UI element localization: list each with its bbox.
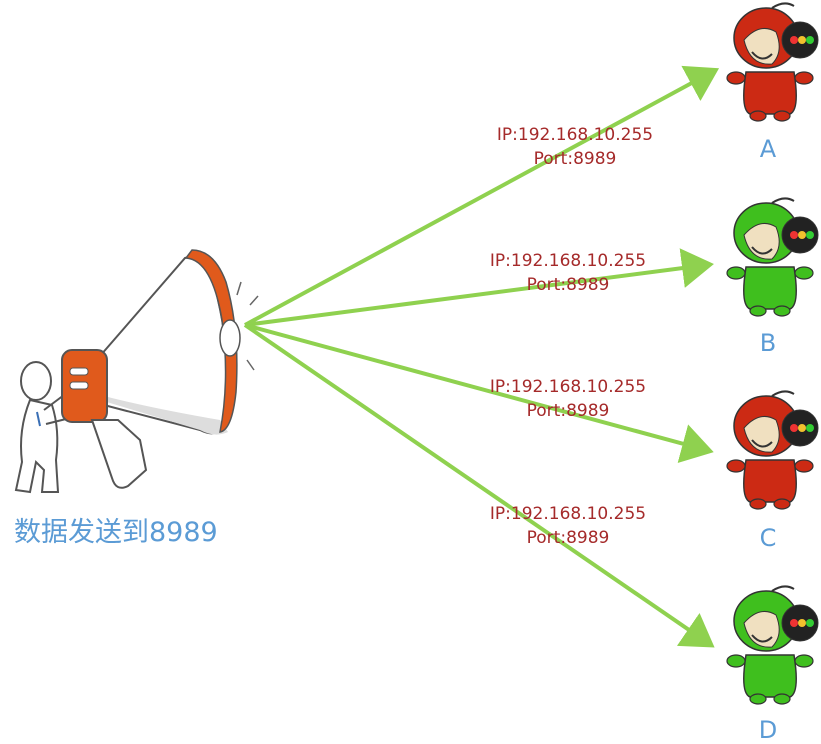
- address-label-a: IP:192.168.10.255 Port:8989: [465, 123, 685, 171]
- mascot-icon-a: [726, 2, 819, 122]
- ip-text: IP:192.168.10.255: [489, 251, 647, 271]
- ip-text: IP:192.168.10.255: [489, 504, 647, 524]
- sender-caption: 数据发送到8989: [14, 517, 218, 548]
- port-text: Port:8989: [526, 275, 610, 295]
- node-label-c: C: [759, 524, 777, 552]
- ip-text: IP:192.168.10.255: [489, 377, 647, 397]
- receiver-mascots: [726, 2, 819, 705]
- address-label-d: IP:192.168.10.255 Port:8989: [458, 502, 678, 550]
- arrow-to-c: [244, 323, 714, 464]
- node-label-b: B: [759, 329, 777, 357]
- port-text: Port:8989: [526, 528, 610, 548]
- person-icon: [14, 361, 71, 494]
- megaphone-icon: [61, 249, 259, 489]
- arrow-to-b: [244, 248, 714, 327]
- arrow-to-d: [243, 323, 715, 648]
- address-label-c: IP:192.168.10.255 Port:8989: [458, 375, 678, 423]
- address-label-b: IP:192.168.10.255 Port:8989: [458, 249, 678, 297]
- port-text: Port:8989: [526, 401, 610, 421]
- broadcast-arrows: [243, 65, 720, 648]
- port-text: Port:8989: [533, 149, 617, 169]
- ip-text: IP:192.168.10.255: [496, 125, 654, 145]
- mascot-icon-c: [726, 390, 819, 510]
- mascot-icon-b: [726, 197, 819, 317]
- node-label-d: D: [758, 716, 778, 744]
- node-label-a: A: [759, 135, 777, 163]
- mascot-icon-d: [726, 585, 819, 705]
- arrow-to-a: [244, 65, 720, 327]
